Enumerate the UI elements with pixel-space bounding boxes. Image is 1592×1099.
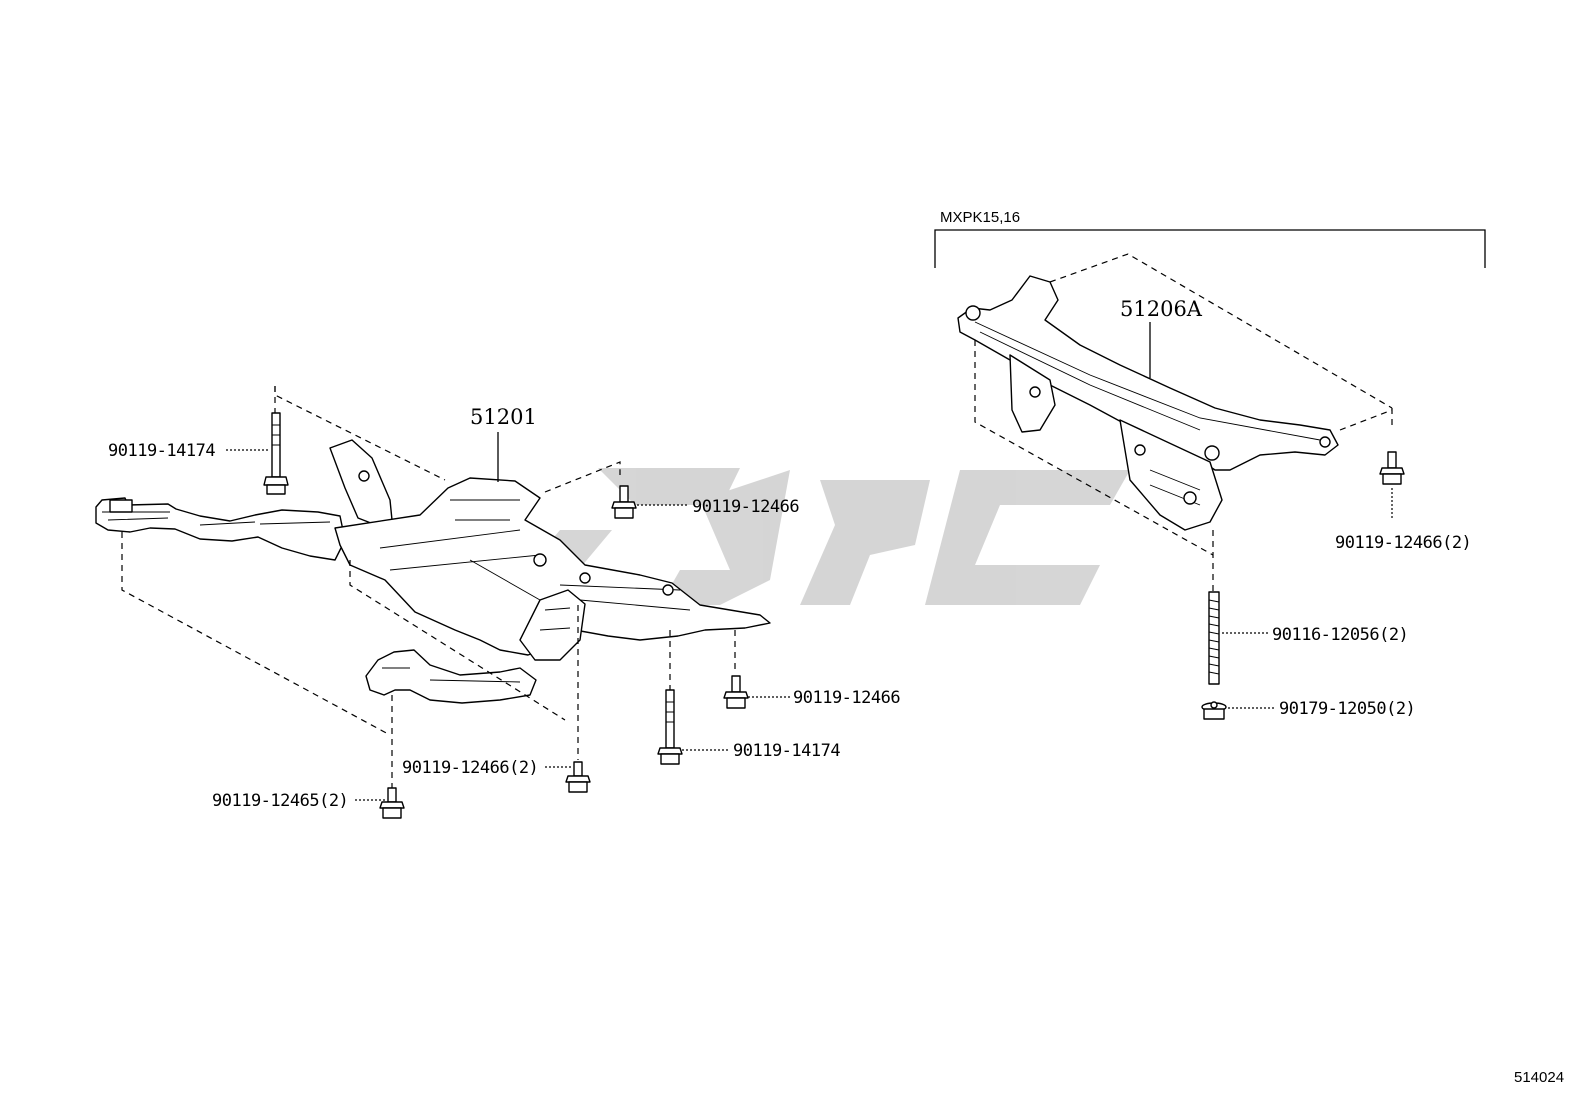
group-bracket	[934, 229, 1486, 268]
group-label: MXPK15,16	[940, 209, 1020, 226]
part-51206A-label: 51206A	[1120, 297, 1203, 321]
watermark-logo	[493, 468, 1130, 610]
callout-bottom-center: 90119-12466(2)	[402, 758, 538, 778]
bolt-icon	[1379, 451, 1405, 485]
main-frame-dashed-lines	[121, 386, 736, 790]
part-51201-label: 51201	[470, 405, 537, 429]
callout-right-long: 90119-14174	[733, 741, 840, 761]
bolt-icon	[611, 485, 637, 519]
callout-nut: 90179-12050(2)	[1279, 699, 1415, 719]
nut-icon	[1201, 701, 1227, 720]
callout-bottom-left: 90119-12465(2)	[212, 791, 348, 811]
callout-right-small: 90119-12466	[793, 688, 900, 708]
long-bolt-icon	[263, 412, 289, 495]
callout-top-left: 90119-14174	[108, 441, 215, 461]
bolt-icon	[723, 675, 749, 709]
stud-icon	[1208, 591, 1220, 685]
front-suspension-crossmember	[95, 439, 771, 704]
bolt-icon	[379, 787, 405, 819]
figure-number: 514024	[1514, 1069, 1564, 1086]
callout-stud: 90116-12056(2)	[1272, 625, 1408, 645]
sub-frame-dashed-lines	[974, 253, 1393, 592]
callout-top-center: 90119-12466	[692, 497, 799, 517]
rear-crossmember	[957, 275, 1339, 531]
long-bolt-icon	[657, 689, 683, 765]
callout-rear-bolt: 90119-12466(2)	[1335, 533, 1471, 553]
bolt-icon	[565, 761, 591, 793]
